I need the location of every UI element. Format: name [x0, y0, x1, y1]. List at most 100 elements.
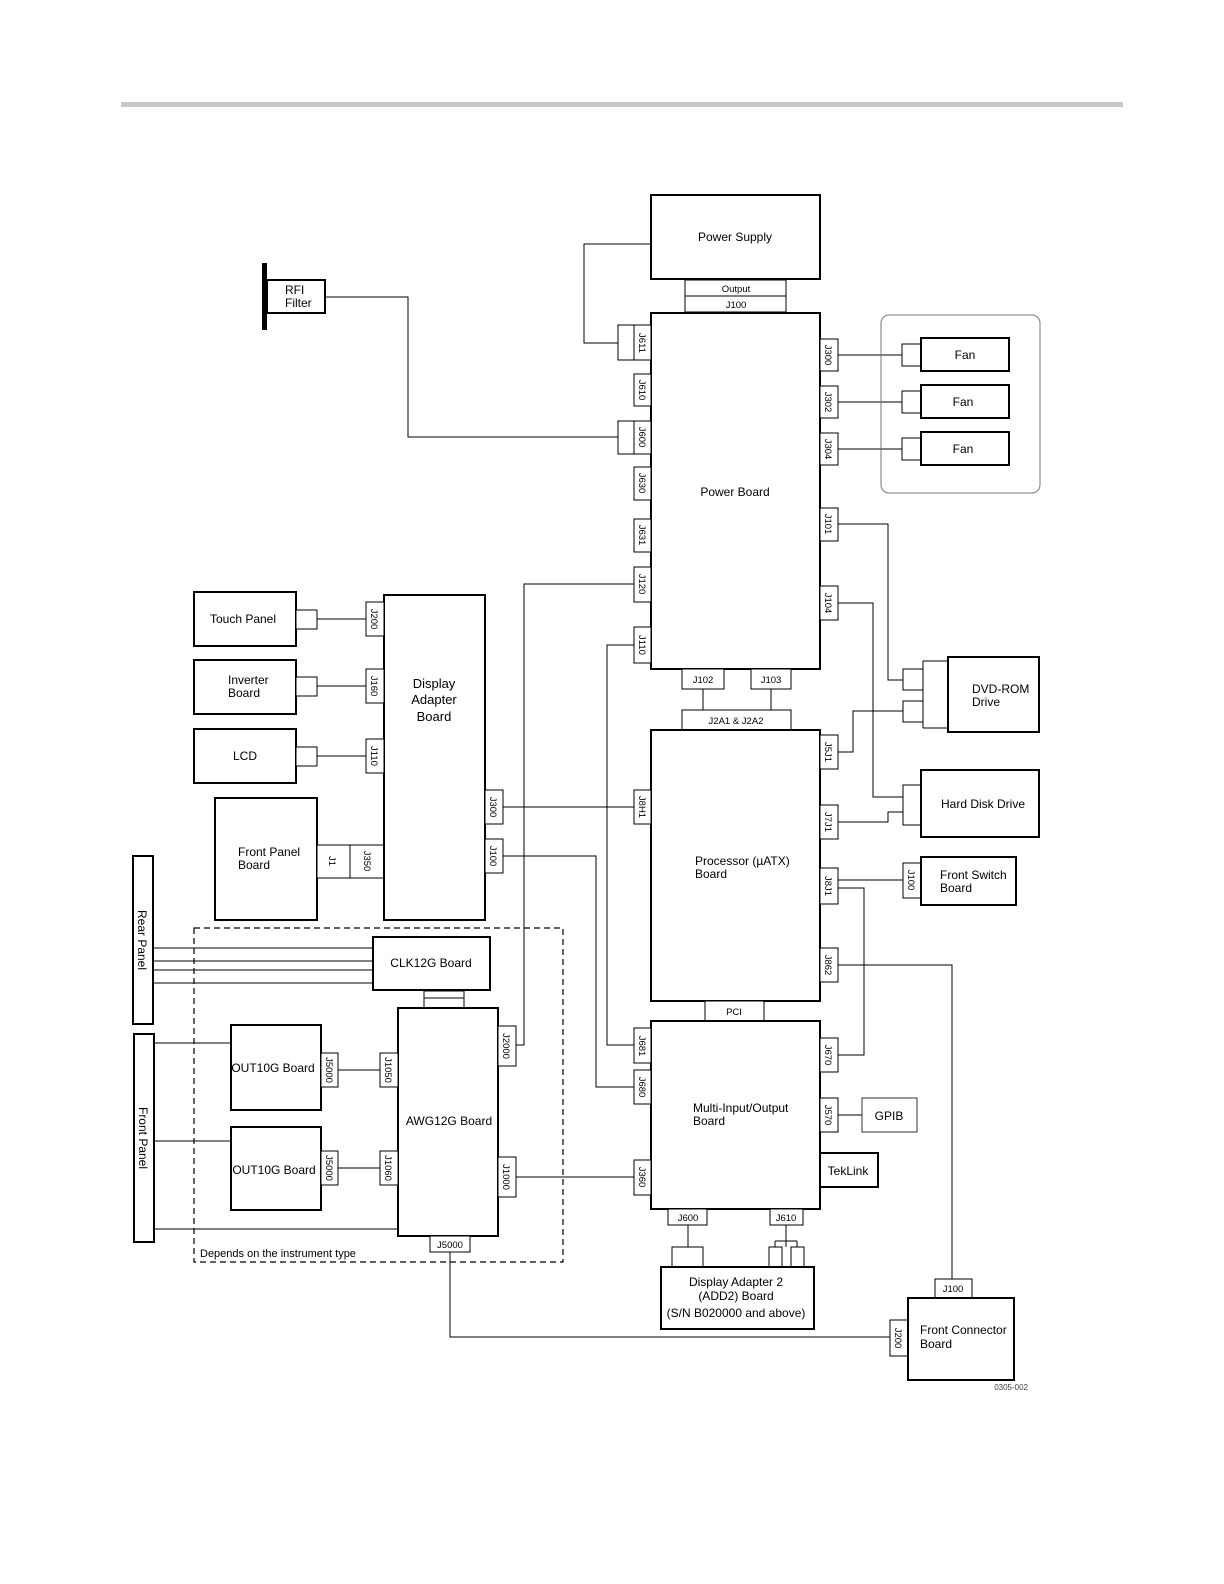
hard-disk-drive-block: Hard Disk Drive: [902, 769, 1040, 838]
power-supply-label: Power Supply: [698, 230, 772, 244]
power-board-j304-connector: J304: [822, 439, 833, 460]
add2-board-label-2: (ADD2) Board: [698, 1289, 773, 1303]
multi-io-board-label-2: Board: [693, 1114, 725, 1128]
display-adapter-j300-connector: J300: [487, 797, 498, 818]
header-rule: [121, 102, 1123, 107]
awg-j1050-connector: J1050: [382, 1057, 393, 1083]
power-board-j101-connector: J101: [822, 514, 833, 535]
power-board-j600-connector: J600: [636, 427, 647, 448]
clk12g-board-label: CLK12G Board: [390, 956, 471, 970]
processor-j8h1-connector: J8H1: [636, 796, 647, 818]
touch-panel-block: Touch Panel: [193, 591, 318, 647]
power-board-j104-connector: J104: [822, 593, 833, 614]
front-switch-board-block: J100 Front Switch Board: [902, 856, 1017, 906]
instrument-type-region: [193, 927, 564, 1263]
touch-panel-label: Touch Panel: [210, 612, 276, 626]
processor-board-label-2: Board: [695, 867, 727, 881]
display-adapter-label-1: Display: [413, 676, 456, 691]
front-panel-board-label-2: Board: [238, 858, 270, 872]
front-panel-board-block: Front Panel Board: [214, 797, 318, 921]
processor-j7j1-connector: J7J1: [822, 812, 833, 832]
awg-j1000-connector: J1000: [500, 1164, 511, 1190]
display-adapter-j160-connector: J160: [368, 676, 379, 697]
front-switch-board-label-2: Board: [940, 881, 972, 895]
inverter-board-label-2: Board: [228, 686, 260, 700]
display-adapter-j100-connector: J100: [487, 846, 498, 867]
power-board-j611-connector: J611: [636, 333, 647, 353]
fan-3-label: Fan: [953, 442, 974, 456]
power-board-j120-connector: J120: [636, 574, 647, 595]
hard-disk-drive-label: Hard Disk Drive: [941, 797, 1025, 811]
dvd-rom-drive-label-2: Drive: [972, 695, 1000, 709]
out10g-board-a-label: OUT10G Board: [231, 1061, 314, 1075]
lcd-block: LCD: [193, 728, 318, 784]
power-board-block: Power Board: [650, 312, 821, 670]
out10g-board-b-block: OUT10G Board: [230, 1126, 322, 1211]
out10g-a-j5000-connector: J5000: [323, 1057, 334, 1083]
front-connector-j100-connector: J100: [943, 1284, 964, 1295]
awg12g-board-block: AWG12G Board: [397, 1007, 499, 1237]
front-panel-j1-connector: J1: [326, 856, 337, 866]
power-supply-output-connector: Output: [722, 284, 751, 295]
front-connector-board-label-2: Board: [920, 1337, 952, 1351]
rfi-filter-block: RFI Filter: [262, 263, 326, 330]
dvd-rom-drive-label-1: DVD-ROM: [972, 682, 1029, 696]
power-board-j103-connector: J103: [761, 675, 782, 686]
instrument-type-note: Depends on the instrument type: [200, 1248, 356, 1260]
clk12g-board-block: CLK12G Board: [372, 936, 491, 991]
pci-connector: PCI: [726, 1007, 742, 1018]
processor-j8j1-connector: J8J1: [822, 876, 833, 896]
out10g-board-b-label: OUT10G Board: [232, 1163, 315, 1177]
fan-1-label: Fan: [955, 348, 976, 362]
awg-j2000-connector: J2000: [500, 1033, 511, 1059]
fan-2: Fan: [901, 384, 1010, 419]
awg-j1060-connector: J1060: [382, 1155, 393, 1181]
display-adapter-label-3: Board: [417, 709, 452, 724]
display-adapter-j200-connector: J200: [368, 609, 379, 630]
processor-board-label-1: Processor (µATX): [695, 854, 790, 868]
front-switch-j100-connector: J100: [905, 870, 916, 891]
power-board-j302-connector: J302: [822, 392, 833, 413]
rear-panel-label: Rear Panel: [135, 910, 149, 970]
rfi-filter-label-1: RFI: [285, 283, 304, 297]
multi-io-j600-connector: J600: [678, 1213, 699, 1224]
wires: [153, 243, 953, 1338]
fan-2-label: Fan: [953, 395, 974, 409]
processor-j2a-connector: J2A1 & J2A2: [709, 716, 764, 727]
multi-io-board-label-1: Multi-Input/Output: [693, 1101, 789, 1115]
fan-3: Fan: [901, 431, 1010, 466]
front-connector-board-label-1: Front Connector: [920, 1323, 1007, 1337]
figure-id: 0305-002: [994, 1383, 1028, 1392]
add2-board-label-3: (S/N B020000 and above): [667, 1306, 806, 1320]
awg-j5000-connector: J5000: [437, 1240, 463, 1251]
power-board-j610-connector: J610: [636, 380, 647, 401]
out10g-board-a-block: OUT10G Board: [230, 1024, 322, 1111]
power-board-j100-connector: J100: [726, 300, 747, 311]
multi-io-j570-connector: J570: [822, 1105, 833, 1126]
gpib-block: GPIB: [861, 1097, 918, 1133]
rear-panel-block: Rear Panel: [132, 855, 154, 1025]
front-panel-label: Front Panel: [136, 1107, 150, 1169]
front-panel-block: Front Panel: [133, 1033, 155, 1243]
front-panel-board-label-1: Front Panel: [238, 845, 300, 859]
front-connector-j200-connector: J200: [892, 1328, 903, 1349]
front-switch-board-label-1: Front Switch: [940, 868, 1007, 882]
display-adapter-j110-connector: J110: [368, 746, 379, 766]
inverter-board-block: Inverter Board: [193, 659, 318, 715]
inverter-board-label-1: Inverter: [228, 673, 269, 687]
power-board-j110-connector: J110: [636, 635, 647, 655]
multi-io-board-block: Multi-Input/Output Board: [650, 1020, 821, 1210]
power-board-j300-connector: J300: [822, 345, 833, 366]
front-connector-board-block: Front Connector Board: [907, 1297, 1015, 1381]
rfi-filter-label-2: Filter: [285, 296, 312, 310]
multi-io-j681-connector: J681: [636, 1036, 647, 1057]
display-adapter-board-block: Display Adapter Board: [383, 594, 486, 921]
multi-io-j610-connector: J610: [776, 1213, 797, 1224]
teklink-block: TekLink: [819, 1152, 879, 1188]
multi-io-j680-connector: J680: [636, 1077, 647, 1098]
processor-j862-connector: J862: [822, 955, 833, 976]
power-board-j631-connector: J631: [636, 525, 647, 546]
add2-board-block: Display Adapter 2 (ADD2) Board (S/N B020…: [660, 1266, 815, 1330]
gpib-label: GPIB: [875, 1109, 904, 1123]
